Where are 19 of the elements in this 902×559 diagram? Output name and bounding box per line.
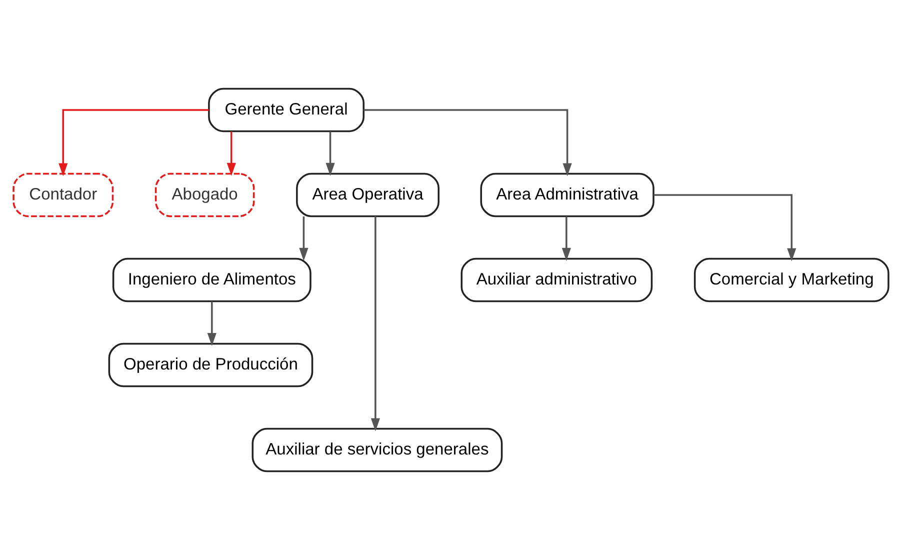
arrow [326, 130, 335, 176]
node-box: Auxiliar de servicios generales [252, 427, 503, 472]
node-box: Area Operativa [296, 172, 440, 217]
node-box: Abogado [154, 172, 255, 217]
node-box: Contador [12, 172, 114, 217]
node-box: Comercial y Marketing [694, 257, 890, 302]
arrow [226, 130, 236, 176]
node-box: Gerente General [208, 87, 364, 132]
arrow [58, 108, 209, 176]
arrow [562, 216, 571, 260]
arrow [299, 216, 308, 260]
arrow [207, 300, 216, 346]
node-box: Operario de Producción [108, 342, 314, 387]
node-box: Area Administrativa [480, 172, 654, 217]
node-box: Ingeniero de Alimentos [112, 257, 312, 302]
arrow [370, 216, 380, 431]
node-box: Auxiliar administrativo [460, 257, 653, 302]
arrow [364, 108, 572, 176]
arrow [654, 194, 796, 261]
